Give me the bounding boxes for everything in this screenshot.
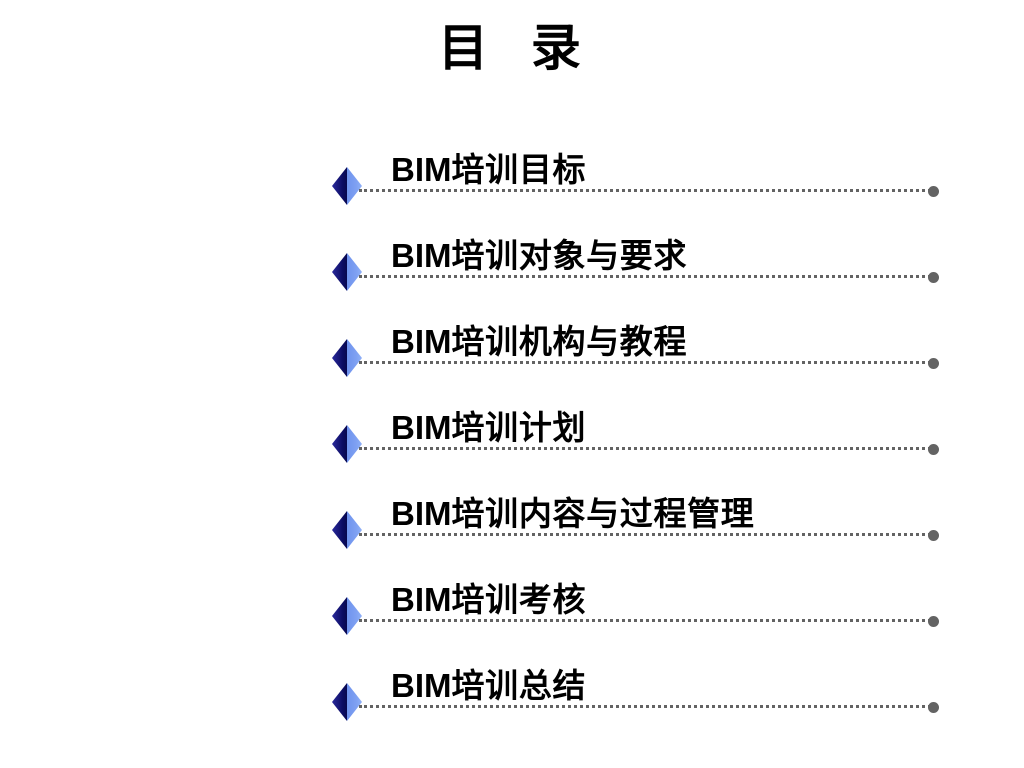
diamond-bullet-icon [332,425,362,463]
diamond-right-face [347,425,362,463]
list-item-label-cjk: 培训对象与要求 [451,235,688,275]
list-item-label-prefix: BIM [391,150,452,188]
list-item-label-cjk: 培训计划 [451,407,587,447]
list-item-label-cjk: 培训考核 [451,579,587,619]
list-item-label: BIM培训机构与教程 [391,321,688,361]
diamond-bullet-icon [332,167,362,205]
diamond-right-face [347,511,362,549]
diamond-left-face [332,511,347,549]
diamond-left-face [332,425,347,463]
diamond-bullet-icon [332,253,362,291]
list-item-label-cjk: 培训总结 [451,665,587,705]
leader-end-dot-icon [928,186,939,197]
diamond-right-face [347,683,362,721]
diamond-left-face [332,167,347,205]
dotted-leader-line [359,447,936,450]
list-item-label-prefix: BIM [391,580,452,618]
list-item-label: BIM培训对象与要求 [391,235,688,275]
table-of-contents: BIM培训目标 BIM培训对象与要求 BIM培训机构与教程 [0,128,1024,730]
list-item-label-prefix: BIM [391,666,452,704]
list-item-label: BIM培训计划 [391,407,587,447]
leader-end-dot-icon [928,444,939,455]
leader-end-dot-icon [928,702,939,713]
diamond-left-face [332,683,347,721]
list-item[interactable]: BIM培训考核 [0,558,1024,644]
list-item-label: BIM培训内容与过程管理 [391,493,755,533]
list-item-label-prefix: BIM [391,322,452,360]
page-title: 目 录 [438,20,586,76]
list-item-label-prefix: BIM [391,494,452,532]
list-item[interactable]: BIM培训内容与过程管理 [0,472,1024,558]
leader-end-dot-icon [928,530,939,541]
diamond-bullet-icon [332,339,362,377]
list-item-label: BIM培训考核 [391,579,587,619]
list-item-label-cjk: 培训内容与过程管理 [451,493,755,533]
dotted-leader-line [359,275,936,278]
diamond-right-face [347,167,362,205]
list-item-label: BIM培训目标 [391,149,587,189]
dotted-leader-line [359,533,936,536]
diamond-bullet-icon [332,511,362,549]
dotted-leader-line [359,619,936,622]
list-item-label-cjk: 培训机构与教程 [451,321,688,361]
diamond-right-face [347,597,362,635]
list-item[interactable]: BIM培训计划 [0,386,1024,472]
diamond-left-face [332,339,347,377]
diamond-left-face [332,597,347,635]
dotted-leader-line [359,705,936,708]
list-item[interactable]: BIM培训机构与教程 [0,300,1024,386]
diamond-bullet-icon [332,597,362,635]
diamond-right-face [347,253,362,291]
diamond-bullet-icon [332,683,362,721]
diamond-left-face [332,253,347,291]
dotted-leader-line [359,361,936,364]
list-item-label-prefix: BIM [391,408,452,446]
leader-end-dot-icon [928,616,939,627]
list-item[interactable]: BIM培训总结 [0,644,1024,730]
dotted-leader-line [359,189,936,192]
diamond-right-face [347,339,362,377]
list-item-label-cjk: 培训目标 [451,149,587,189]
list-item[interactable]: BIM培训目标 [0,128,1024,214]
list-item-label: BIM培训总结 [391,665,587,705]
leader-end-dot-icon [928,272,939,283]
list-item[interactable]: BIM培训对象与要求 [0,214,1024,300]
list-item-label-prefix: BIM [391,236,452,274]
leader-end-dot-icon [928,358,939,369]
